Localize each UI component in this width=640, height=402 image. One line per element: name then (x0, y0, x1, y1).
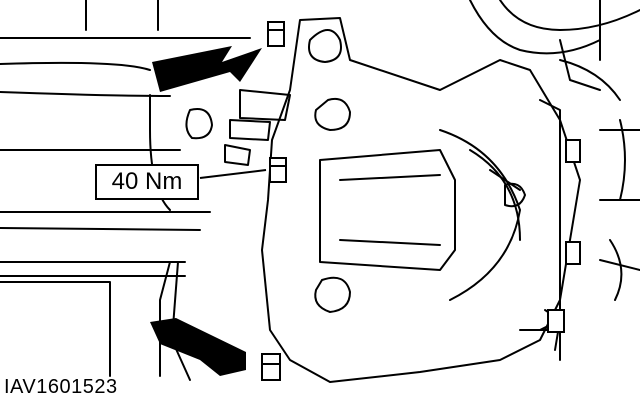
figure-id-label: IAV1601523 (4, 376, 118, 398)
arrow-icon (152, 46, 262, 92)
transmission-housing (261, 17, 640, 383)
bolt-icon (565, 241, 581, 265)
bracket-assembly (185, 89, 291, 166)
arrow-icon (150, 318, 246, 376)
wiring-harness (469, 0, 640, 301)
bolt-icon (267, 21, 285, 47)
bolt-icon (269, 157, 287, 183)
torque-leader-line (199, 169, 267, 179)
torque-spec-label: 40 Nm (95, 164, 199, 200)
bolt-icon (261, 353, 281, 381)
bolt-icon (565, 139, 581, 163)
bolt-icon (547, 309, 565, 333)
